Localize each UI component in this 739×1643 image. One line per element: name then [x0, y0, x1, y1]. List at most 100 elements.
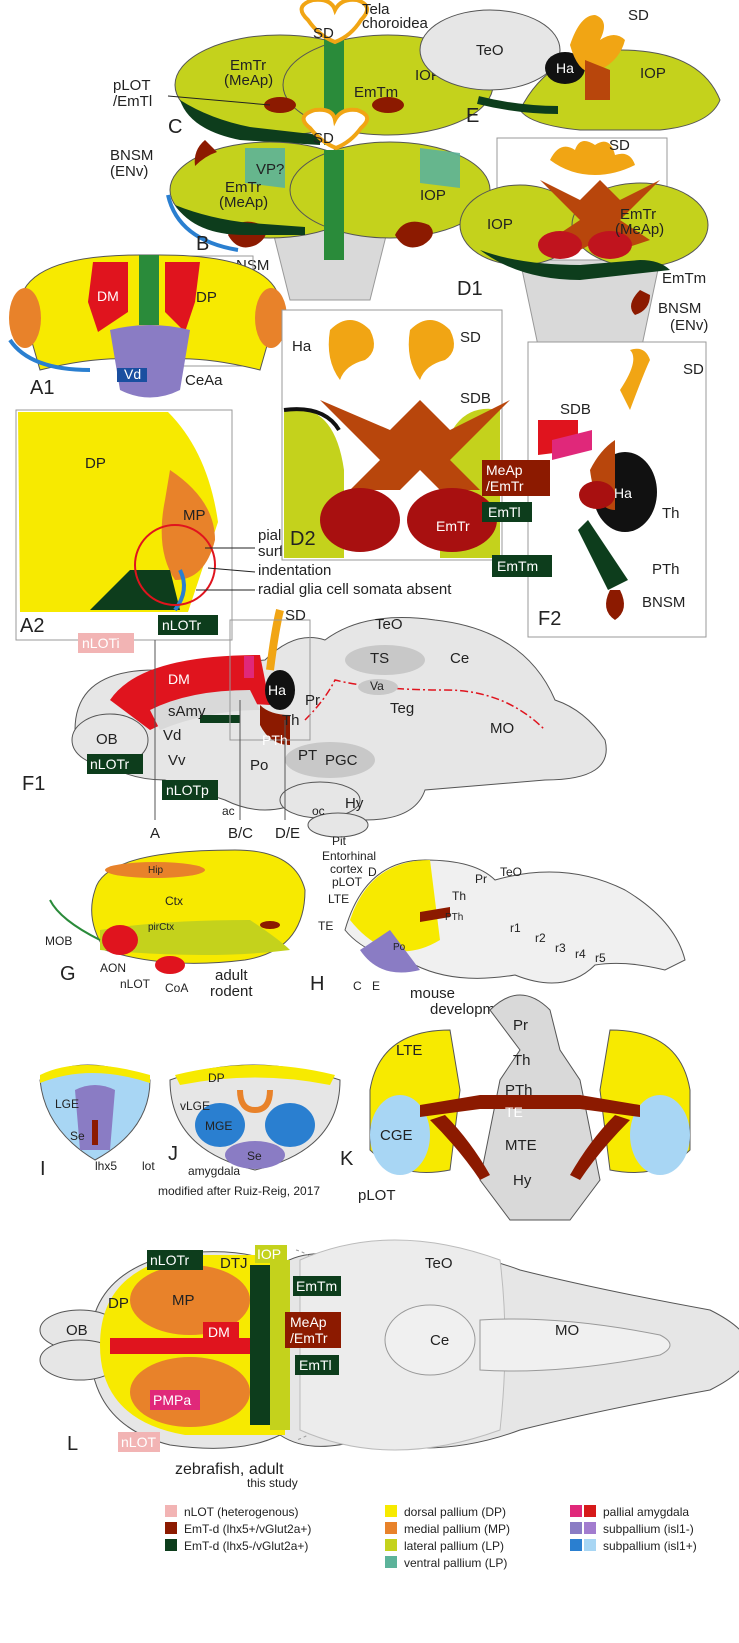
label-f2-th: Th — [662, 505, 680, 522]
label-f1-ts: TS — [370, 650, 389, 667]
label-f1-nlotp: nLOTp — [166, 782, 209, 798]
box-l-pmpa — [150, 1390, 200, 1410]
bnsm-b — [194, 140, 217, 166]
region-j-mge-left — [195, 1103, 245, 1147]
label-f1-vv: Vv — [168, 752, 186, 769]
label-g-entorhinal: Entorhinal — [322, 849, 376, 863]
label-d1-env: (ENv) — [670, 317, 708, 334]
label-c-emtl: /EmTl — [113, 93, 152, 110]
sd-d2-right — [408, 320, 454, 380]
meap-f2 — [579, 481, 615, 509]
label-a2-pial: pial — [258, 527, 281, 544]
boundary-red-dashed — [304, 679, 546, 731]
region-k-cge-right — [630, 1095, 690, 1175]
region-f1-pit — [307, 812, 369, 838]
label-i-lge: LGE — [55, 1097, 79, 1111]
region-f2-magenta — [552, 430, 592, 460]
label-j-mge: MGE — [205, 1119, 232, 1133]
panel-letter-a2: A2 — [20, 615, 44, 637]
label-f1-nloti: nLOTi — [82, 635, 120, 651]
label-b-emtr: EmTr — [225, 179, 261, 196]
panel-e: TeO Ha SD IOP E — [419, 7, 721, 131]
label-b-iop: IOP — [420, 187, 446, 204]
sdb-d2 — [320, 400, 510, 490]
label-j-se: Se — [247, 1149, 262, 1163]
legend-swatch — [165, 1522, 177, 1534]
box-f2-meap — [482, 460, 550, 496]
legend-label: EmT-d (lhx5-/vGlut2a+) — [184, 1539, 308, 1553]
legend-swatch — [385, 1505, 397, 1517]
label-d2-ha: Ha — [292, 338, 312, 355]
region-i-lhx5 — [92, 1120, 98, 1145]
label-f1-va: Va — [370, 679, 384, 693]
panel-letter-i: I — [40, 1158, 46, 1180]
region-j-mge-right — [265, 1103, 315, 1147]
label-f1-section-bc: B/C — [228, 825, 253, 842]
emtr-d2-left — [320, 488, 400, 552]
bnsm-d1 — [631, 290, 650, 315]
legend-label: medial pallium (MP) — [404, 1522, 510, 1536]
panel-letter-d2: D2 — [290, 528, 316, 550]
tract-g-lot — [49, 899, 101, 941]
panel-j: DP vLGE MGE amygdala Se J — [168, 1064, 341, 1178]
label-f2-emtl: EmTl — [488, 504, 521, 520]
label-f1-dm: DM — [168, 671, 190, 687]
region-f1-ts — [345, 645, 425, 675]
label-h-e: E — [372, 979, 380, 993]
panel-a1: DM DP Vd CeAa A1 — [8, 254, 287, 399]
region-g-hip — [105, 862, 205, 878]
label-c-emtm: EmTm — [354, 84, 398, 101]
label-k-plot: pLOT — [358, 1187, 396, 1204]
box-f2-emtl — [482, 502, 532, 522]
label-f1-ce: Ce — [450, 650, 469, 667]
label-d1-sd: SD — [609, 137, 630, 154]
label-f1-sd: SD — [285, 607, 306, 624]
legend-label: dorsal pallium (DP) — [404, 1505, 506, 1519]
label-f1-oc: oc — [312, 804, 325, 818]
legend-label: nLOT (heterogenous) — [184, 1505, 299, 1519]
region-k-te — [420, 1095, 640, 1117]
credit-ruiz-reig: modified after Ruiz-Reig, 2017 — [158, 1184, 320, 1198]
box-f1-nlotr — [87, 754, 143, 774]
legend-label: subpallium (isl1-) — [603, 1522, 694, 1536]
sd-f2 — [620, 348, 650, 410]
panel-h: D C E Th Pr TeO PTh Po r1 r2 r3 r4 r5 mo… — [310, 859, 686, 1018]
label-g-cortex: cortex — [330, 862, 363, 876]
region-vp — [245, 148, 285, 188]
label-g-aon: AON — [100, 961, 126, 975]
legend-swatch — [570, 1539, 582, 1551]
legend-label: EmT-d (lhx5+/vGlut2a+) — [184, 1522, 311, 1536]
label-l-nlotr: nLOTr — [150, 1252, 189, 1268]
label-a2-radial: radial glia cell somata absent — [258, 581, 452, 598]
sd-f1 — [266, 609, 284, 671]
region-a1-mp-right — [255, 288, 287, 348]
region-e-ha — [545, 52, 585, 84]
label-d1-bnsm: BNSM — [658, 300, 701, 317]
label-l-dtj: DTJ — [220, 1255, 248, 1272]
legend-label: lateral pallium (LP) — [404, 1539, 504, 1553]
label-a2-mp: MP — [183, 507, 206, 524]
label-b-bnsm: BNSM — [110, 147, 153, 164]
region-k-mte-left — [430, 1115, 490, 1180]
label-a1-vd: Vd — [124, 366, 141, 382]
label-f1-pgc: PGC — [325, 752, 358, 769]
label-l-mp: MP — [172, 1292, 195, 1309]
region-e-teo — [419, 9, 561, 91]
label-h-d: D — [368, 865, 377, 879]
region-h-se — [360, 930, 420, 973]
panel-letter-j: J — [168, 1143, 178, 1165]
dark-border-d2 — [283, 407, 341, 432]
emt-green-b — [175, 205, 305, 235]
region-g-te — [260, 921, 280, 929]
label-d1-emtm: EmTm — [662, 270, 706, 287]
label-d2-sd: SD — [460, 329, 481, 346]
label-j-dp: DP — [208, 1071, 225, 1085]
label-d1-meap: (MeAp) — [615, 221, 664, 238]
legend-swatch — [385, 1522, 397, 1534]
legend-label: ventral pallium (LP) — [404, 1556, 507, 1570]
label-e-ha: Ha — [556, 60, 574, 76]
panel-letter-k: K — [340, 1148, 354, 1170]
label-k-lte: LTE — [396, 1042, 422, 1059]
legend-swatch — [570, 1505, 582, 1517]
